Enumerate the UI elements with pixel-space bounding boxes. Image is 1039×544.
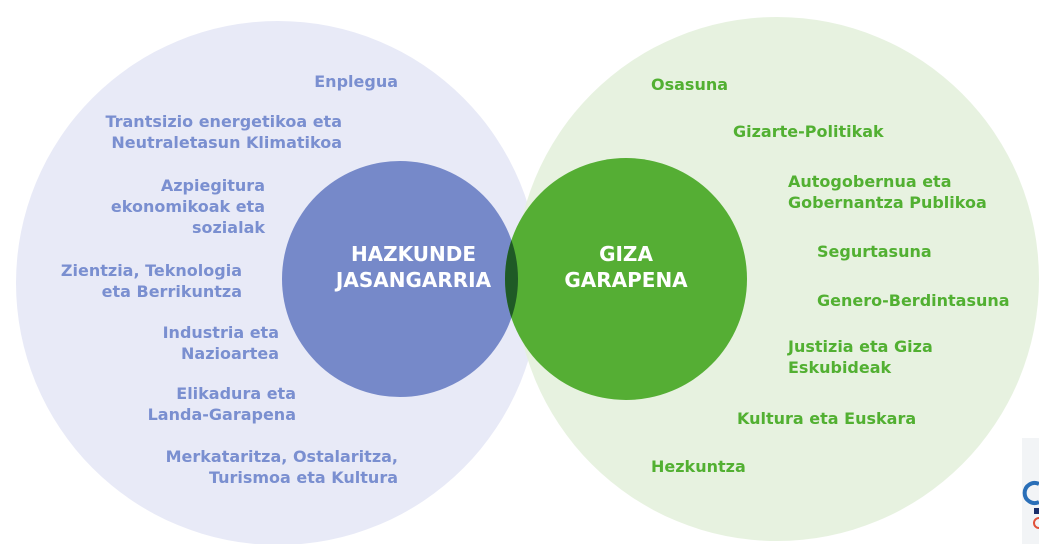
right-core-line-1: GIZA [599, 242, 653, 266]
topic-line: Elikadura eta [176, 384, 296, 403]
topic-line: Gobernantza Publikoa [788, 193, 987, 212]
topic-line: eta Berrikuntza [101, 282, 242, 301]
topic-line: Turismoa eta Kultura [208, 468, 398, 487]
right-topic-justice: Justizia eta Giza Eskubideak [788, 336, 933, 378]
topic-line: Industria eta [162, 323, 279, 342]
topic-line: Zientzia, Teknologia [60, 261, 242, 280]
topic-line: Landa-Garapena [147, 405, 296, 424]
topic-line: Azpiegitura [160, 176, 265, 195]
topic-line: Nazioartea [181, 344, 279, 363]
right-outer-circle [515, 17, 1039, 541]
topic-line: Gizarte-Politikak [733, 122, 884, 141]
topic-line: Segurtasuna [817, 242, 932, 261]
right-core-label: GIZA GARAPENA [551, 241, 701, 293]
topic-line: sozialak [191, 218, 265, 237]
topic-line: Osasuna [651, 75, 729, 94]
topic-line: ekonomikoak eta [110, 197, 265, 216]
topic-line: Trantsizio energetikoa eta [105, 112, 342, 131]
right-topic-security: Segurtasuna [817, 241, 932, 262]
topic-line: Hezkuntza [651, 457, 746, 476]
right-topic-gender-equality: Genero-Berdintasuna [817, 290, 1010, 311]
right-topic-social-policy: Gizarte-Politikak [733, 121, 884, 142]
right-inner-circle [505, 158, 747, 400]
topic-line: Autogobernua eta [788, 172, 952, 191]
left-inner-circle [282, 161, 518, 397]
left-core-line-1: HAZKUNDE [350, 242, 477, 266]
left-topic-infrastructure: Azpiegitura ekonomikoak eta sozialak [111, 175, 265, 238]
left-core-line-2: JASANGARRIA [335, 268, 492, 292]
left-outer-circle [16, 21, 540, 544]
topic-line: Enplegua [314, 72, 398, 91]
topic-line: Merkataritza, Ostalaritza, [165, 447, 398, 466]
left-topic-commerce: Merkataritza, Ostalaritza, Turismoa eta … [166, 446, 398, 488]
left-topic-energy-transition: Trantsizio energetikoa eta Neutraletasun… [105, 111, 342, 153]
right-topic-education: Hezkuntza [651, 456, 746, 477]
left-core-label: HAZKUNDE JASANGARRIA [316, 241, 511, 293]
right-topic-culture: Kultura eta Euskara [737, 408, 916, 429]
left-topic-employment: Enplegua [314, 71, 398, 92]
left-topic-industry: Industria eta Nazioartea [163, 322, 279, 364]
right-topic-self-government: Autogobernua eta Gobernantza Publikoa [788, 171, 987, 213]
right-topic-health: Osasuna [651, 74, 728, 95]
topic-line: Kultura eta Euskara [737, 409, 917, 428]
left-topic-science: Zientzia, Teknologia eta Berrikuntza [61, 260, 242, 302]
topic-line: Genero-Berdintasuna [817, 291, 1010, 310]
right-core-line-2: GARAPENA [564, 268, 688, 292]
topic-line: Eskubideak [788, 358, 892, 377]
left-topic-food: Elikadura eta Landa-Garapena [148, 383, 296, 425]
topic-line: Neutraletasun Klimatikoa [111, 133, 342, 152]
topic-line: Justizia eta Giza [788, 337, 933, 356]
cropped-logo [1022, 438, 1039, 544]
